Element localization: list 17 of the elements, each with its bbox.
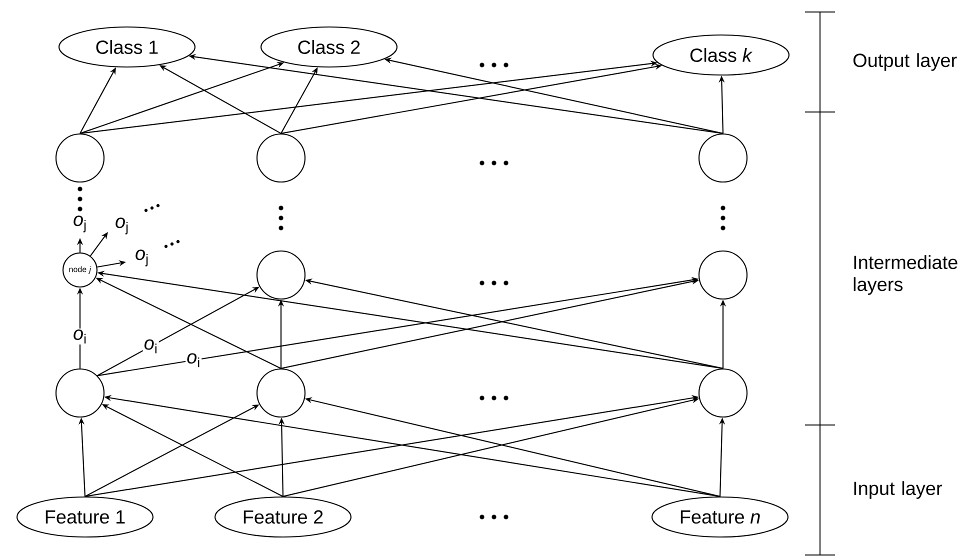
neuron-circle <box>55 368 105 418</box>
layer-label: Input layer <box>854 481 942 499</box>
edge-label: o$_{i}$ <box>186 352 202 368</box>
neuron-circle <box>698 368 748 418</box>
neuron-circle <box>55 133 105 183</box>
neuron-circle <box>256 133 306 183</box>
neuron-circle <box>698 250 748 300</box>
neuron-circle <box>256 250 306 300</box>
neuron-circle <box>256 368 306 418</box>
edge-label: o$_{j}$ <box>136 250 148 266</box>
edge-label: o$_{j}$ <box>116 218 128 234</box>
neuron-circle <box>698 133 748 183</box>
layer-label: Output layer <box>853 53 957 71</box>
edge-label: o$_{i}$ <box>72 328 88 344</box>
layer-label: Intermediate layers <box>854 255 958 295</box>
edge-label: o$_{i}$ <box>142 338 159 354</box>
edge-label: o$_{j}$ <box>74 216 86 232</box>
